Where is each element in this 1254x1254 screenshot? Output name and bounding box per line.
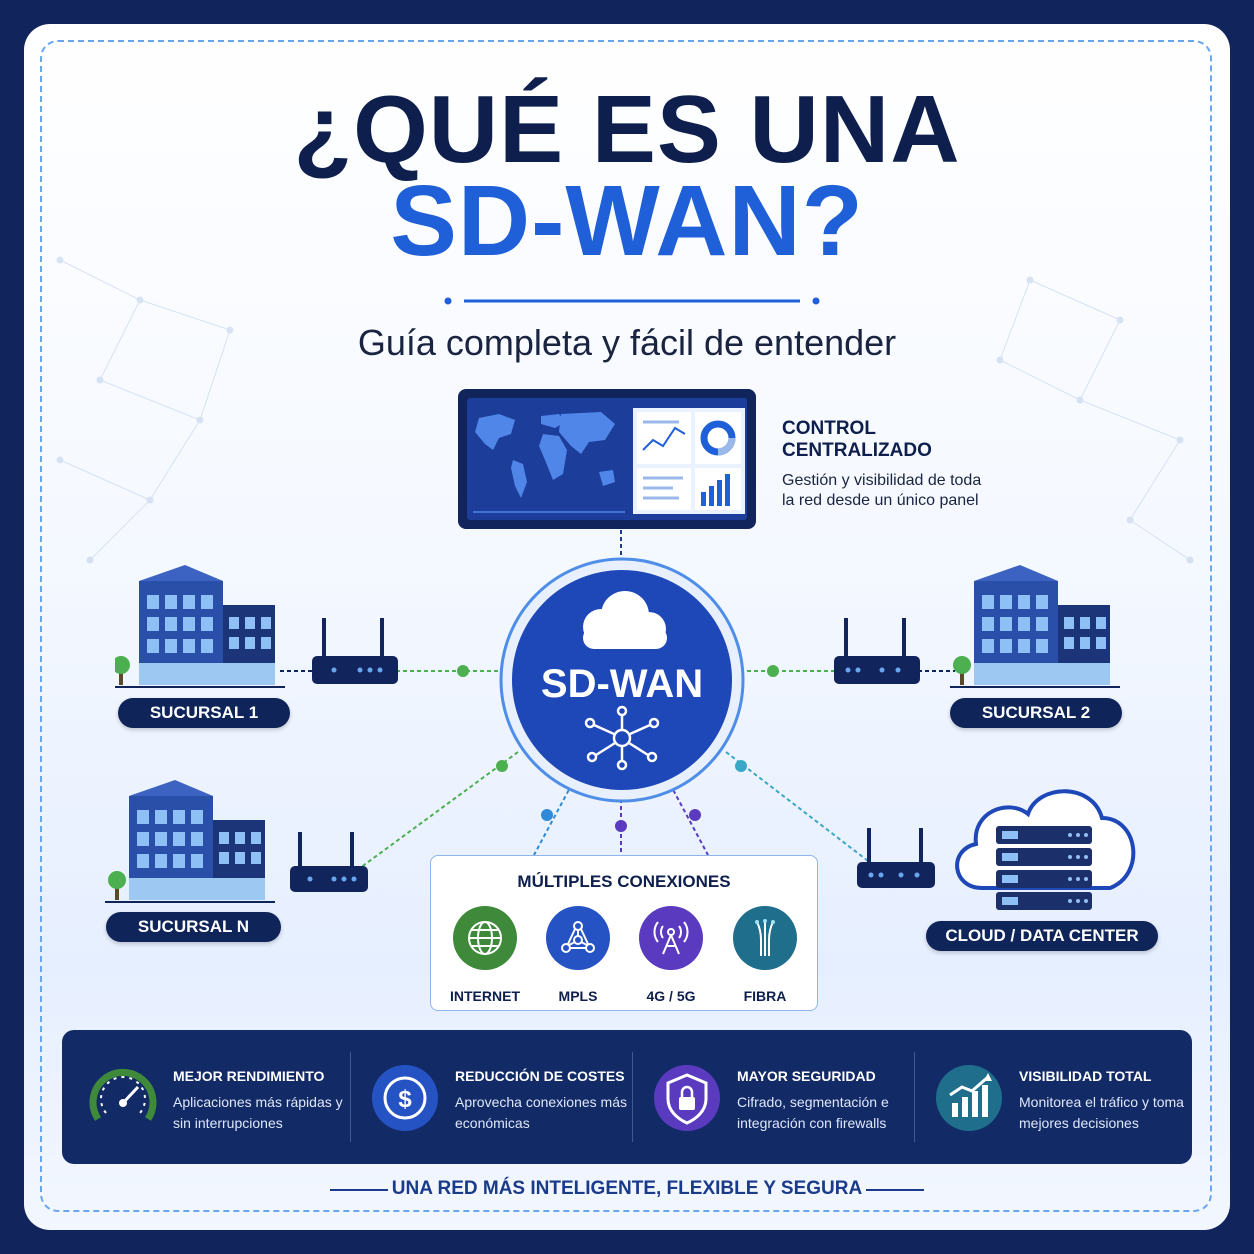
connection-label: INTERNET xyxy=(450,988,520,1004)
dashboard-monitor-icon xyxy=(458,389,756,529)
router-icon xyxy=(834,618,920,684)
router-icon xyxy=(290,832,368,892)
globe-icon xyxy=(453,906,517,970)
connection-label: 4G / 5G xyxy=(646,988,696,1004)
fiber-optic-icon xyxy=(733,906,797,970)
benefit-costs: $ REDUCCIÓN DE COSTES Aprovecha conexion… xyxy=(344,1030,627,1164)
connection-internet: INTERNET xyxy=(439,906,531,1004)
benefit-title: VISIBILIDAD TOTAL xyxy=(1019,1068,1152,1084)
router-icon xyxy=(857,828,935,888)
title-line1: ¿QUÉ ES UNA xyxy=(293,76,961,183)
dollar-icon: $ xyxy=(372,1065,438,1131)
footer-line-right xyxy=(866,1189,924,1191)
cloud-label: CLOUD / DATA CENTER xyxy=(926,921,1158,951)
connection-mpls: MPLS xyxy=(532,906,624,1004)
control-title: CONTROL CENTRALIZADO xyxy=(782,418,932,461)
benefit-title: REDUCCIÓN DE COSTES xyxy=(455,1068,625,1084)
growth-chart-icon xyxy=(936,1065,1002,1131)
connection-fibra: FIBRA xyxy=(719,906,811,1004)
shield-lock-icon xyxy=(654,1065,720,1131)
connections-panel: MÚLTIPLES CONEXIONES INTERNET MPLS 4G / … xyxy=(430,855,818,1011)
footer-line-left xyxy=(330,1189,388,1191)
benefit-performance: MEJOR RENDIMIENTO Aplicaciones más rápid… xyxy=(62,1030,344,1164)
benefit-description: Aplicaciones más rápidas y sin interrupc… xyxy=(173,1094,343,1131)
title-line2: SD-WAN? xyxy=(390,165,864,277)
control-description: Gestión y visibilidad de toda la red des… xyxy=(782,472,982,509)
divider xyxy=(632,1052,633,1142)
divider xyxy=(914,1052,915,1142)
branch2-building-icon xyxy=(950,565,1120,688)
benefits-bar: MEJOR RENDIMIENTO Aplicaciones más rápid… xyxy=(62,1030,1192,1164)
connection-4g5g: 4G / 5G xyxy=(625,906,717,1004)
connection-label: MPLS xyxy=(558,988,598,1004)
branch2-label: SUCURSAL 2 xyxy=(950,698,1122,728)
sdwan-hub xyxy=(499,557,745,803)
benefit-title: MEJOR RENDIMIENTO xyxy=(173,1068,325,1084)
connections-title: MÚLTIPLES CONEXIONES xyxy=(517,872,731,891)
benefit-visibility: VISIBILIDAD TOTAL Monitorea el tráfico y… xyxy=(908,1030,1190,1164)
benefit-description: Monitorea el tráfico y toma mejores deci… xyxy=(1019,1094,1184,1131)
dashed-frame xyxy=(40,40,1212,1212)
benefit-title: MAYOR SEGURIDAD xyxy=(737,1068,876,1084)
svg-text:$: $ xyxy=(398,1086,412,1113)
speedometer-icon xyxy=(89,1068,157,1121)
footer-tagline: UNA RED MÁS INTELIGENTE, FLEXIBLE Y SEGU… xyxy=(391,1178,863,1199)
cell-tower-icon xyxy=(639,906,703,970)
divider xyxy=(350,1052,351,1142)
title-divider xyxy=(444,297,820,305)
branchN-label: SUCURSAL N xyxy=(106,912,281,942)
mpls-network-icon xyxy=(546,906,610,970)
subtitle: Guía completa y fácil de entender xyxy=(357,322,897,363)
branch1-building-icon xyxy=(115,565,285,688)
branch1-label: SUCURSAL 1 xyxy=(118,698,290,728)
router-icon xyxy=(312,618,398,684)
benefit-description: Aprovecha conexiones más económicas xyxy=(455,1094,627,1131)
hub-label: SD-WAN xyxy=(540,662,704,706)
cloud-icon xyxy=(583,591,667,649)
network-hub-icon xyxy=(584,705,660,771)
branchN-building-icon xyxy=(105,780,275,903)
cloud-datacenter-icon xyxy=(955,789,1136,910)
connection-label: FIBRA xyxy=(743,988,787,1004)
benefit-description: Cifrado, segmentación e integración con … xyxy=(737,1094,889,1131)
benefit-security: MAYOR SEGURIDAD Cifrado, segmentación e … xyxy=(626,1030,908,1164)
